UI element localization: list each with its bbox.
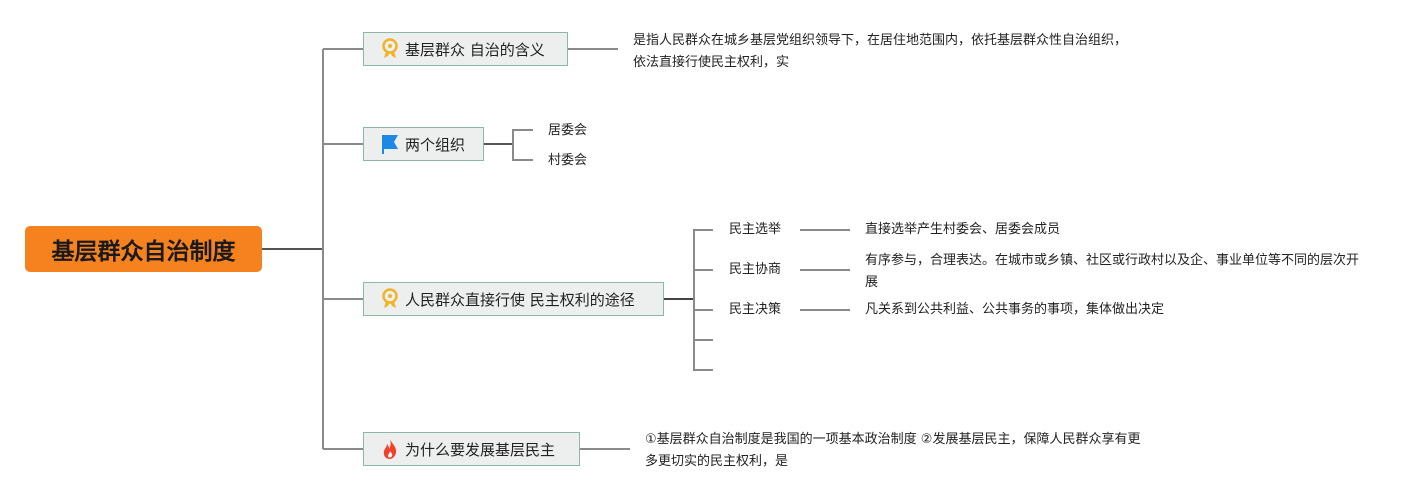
award-icon	[380, 288, 400, 310]
why-text[interactable]: ①基层群众自治制度是我国的一项基本政治制度 ②发展基层民主，保障人民群众享有更多…	[645, 432, 1141, 469]
way-decision[interactable]: 民主决策	[729, 302, 782, 317]
branch-why[interactable]: 为什么要发展基层民主	[363, 432, 580, 466]
award-icon	[380, 38, 400, 60]
org-villagers-committee[interactable]: 村委会	[548, 153, 588, 168]
branch-two-orgs[interactable]: 两个组织	[363, 127, 484, 161]
root-topic[interactable]: 基层群众自治制度	[25, 226, 262, 272]
branch-meaning[interactable]: 基层群众 自治的含义	[363, 32, 568, 66]
branch-label: 人民群众直接行使 民主权利的途径	[405, 290, 635, 309]
fire-icon	[380, 438, 400, 460]
way-consultation-text[interactable]: 有序参与，合理表达。在城市或乡镇、社区或行政村以及企、事业单位等不同的层次开展	[865, 253, 1360, 290]
org-residents-committee[interactable]: 居委会	[548, 123, 588, 138]
branch-label: 两个组织	[405, 135, 466, 154]
way-decision-text[interactable]: 凡关系到公共利益、公共事务的事项，集体做出决定	[865, 302, 1165, 317]
branch-ways[interactable]: 人民群众直接行使 民主权利的途径	[363, 282, 664, 316]
branch-label: 为什么要发展基层民主	[405, 440, 556, 459]
way-election-text[interactable]: 直接选举产生村委会、居委会成员	[865, 222, 1061, 237]
way-consultation[interactable]: 民主协商	[729, 262, 782, 277]
flag-icon	[380, 133, 400, 155]
branch-label: 基层群众 自治的含义	[405, 40, 545, 59]
way-election[interactable]: 民主选举	[729, 222, 782, 237]
meaning-text[interactable]: 是指人民群众在城乡基层党组织领导下，在居住地范围内，依托基层群众性自治组织，依法…	[633, 33, 1128, 70]
